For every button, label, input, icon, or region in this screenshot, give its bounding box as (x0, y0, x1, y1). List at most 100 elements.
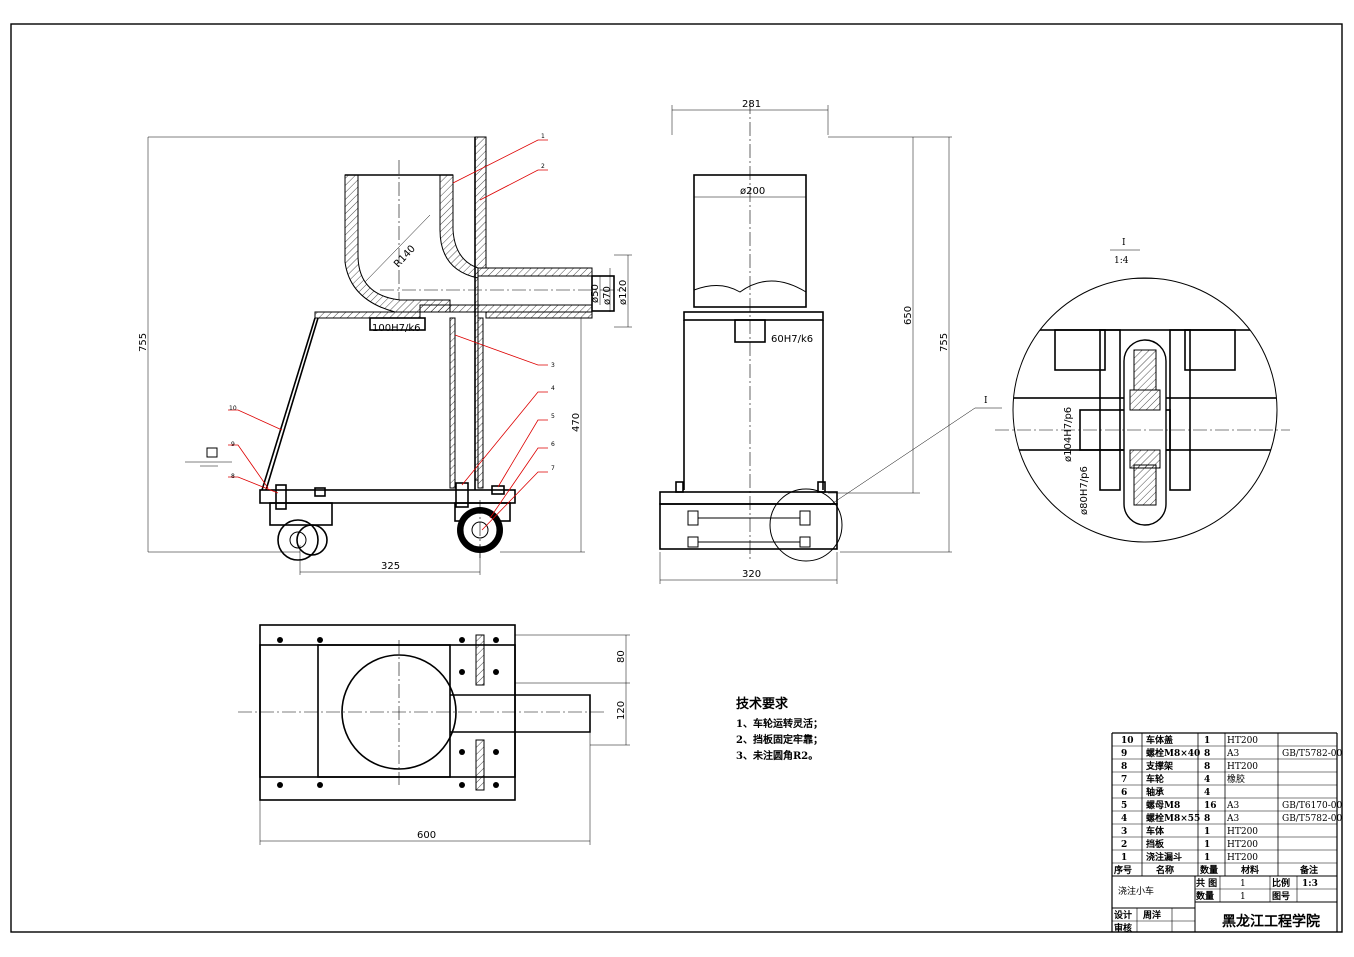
top-view: 80 120 600 (238, 624, 630, 845)
dim-side-281: 281 (742, 99, 761, 110)
bom-header-note: 备注 (1299, 864, 1318, 876)
total-value: 1 (1240, 879, 1246, 889)
callout-1: 1 (541, 133, 545, 140)
bom-row-qty: 1 (1204, 840, 1210, 850)
bom-row-no: 2 (1121, 840, 1127, 850)
bom-row-material: HT200 (1227, 853, 1258, 863)
bom-row-name: 车体 (1146, 825, 1165, 837)
bom-row-qty: 8 (1204, 762, 1210, 772)
bom-row-qty: 4 (1204, 788, 1210, 798)
callout-9: 9 (231, 441, 235, 448)
bom-row-no: 6 (1121, 788, 1127, 798)
bom-row-no: 1 (1121, 853, 1127, 863)
callout-3: 3 (551, 362, 555, 369)
drawing-frame (10, 23, 1343, 933)
bom-row-material: A3 (1226, 749, 1239, 759)
dim-top-120: 120 (616, 701, 627, 720)
bom-row-qty: 8 (1204, 749, 1210, 759)
bom-row-name: 螺母M8 (1146, 799, 1180, 811)
bom-row-no: 5 (1121, 801, 1127, 811)
dim-fit-104: ø104H7/p6 (1063, 407, 1074, 462)
callout-4: 4 (551, 385, 555, 392)
bom-row-qty: 1 (1204, 853, 1210, 863)
tech-title: 技术要求 (736, 696, 789, 712)
callout-5: 5 (551, 413, 555, 420)
design-label: 设计 (1114, 909, 1132, 921)
bom-row-material: A3 (1226, 814, 1239, 824)
drawing-no-label: 图号 (1272, 891, 1290, 902)
detail-marker: I (984, 396, 988, 406)
dim-side-755: 755 (939, 333, 950, 352)
dim-front-325: 325 (381, 561, 400, 572)
top-view-bolts (277, 637, 499, 788)
dim-side-320: 320 (742, 569, 761, 580)
qty-value: 1 (1240, 892, 1246, 902)
dim-d70: ø70 (602, 286, 613, 305)
qty-label: 数量 (1196, 890, 1214, 902)
dim-front-470: 470 (571, 413, 582, 432)
dim-fit-80: ø80H7/p6 (1079, 466, 1090, 515)
bom-row-no: 3 (1121, 827, 1127, 837)
bom-row-qty: 4 (1204, 775, 1210, 785)
tech-item-1: 1、车轮运转灵活； (736, 717, 823, 730)
drawing-name: 浇注小车 (1118, 885, 1154, 897)
bom-row-name: 浇注漏斗 (1146, 851, 1182, 863)
bom-row-no: 10 (1121, 736, 1134, 746)
detail-view: I 1:4 ø104H7/p6 ø80H7/p6 (995, 238, 1290, 543)
bom-row-no: 4 (1121, 814, 1127, 824)
bom-row-qty: 1 (1204, 736, 1210, 746)
dim-side-650: 650 (903, 306, 914, 325)
side-view: ø200 60H7/k6 281 650 755 320 (659, 99, 1002, 584)
bom-row-note: GB/T5782-00 (1282, 814, 1343, 824)
dim-top-600: 600 (417, 830, 436, 841)
bom-row-qty: 8 (1204, 814, 1210, 824)
bom-row-note: GB/T5782-00 (1282, 749, 1343, 759)
callout-7: 7 (551, 465, 555, 472)
bom-row-qty: 1 (1204, 827, 1210, 837)
bom-row-no: 8 (1121, 762, 1127, 772)
bom-row-name: 螺栓M8×55 (1146, 812, 1200, 824)
dim-fit-100: 100H7/k6 (372, 323, 421, 334)
scale-label: 比例 (1272, 877, 1290, 889)
bom-header-name: 名称 (1156, 864, 1174, 876)
callout-6: 6 (551, 441, 555, 448)
bom-header-material: 材料 (1240, 864, 1259, 876)
bom-row-name: 轴承 (1146, 786, 1164, 798)
dim-d200: ø200 (740, 186, 765, 197)
bom-row-no: 7 (1121, 775, 1127, 785)
bom-row-material: HT200 (1227, 736, 1258, 746)
dim-front-755: 755 (138, 333, 149, 352)
bom-row-material: 橡胶 (1227, 773, 1245, 785)
scale-value: 1:3 (1302, 879, 1318, 889)
designer: 周洋 (1143, 909, 1161, 921)
bom-row-material: HT200 (1227, 840, 1258, 850)
bom-row-material: HT200 (1227, 762, 1258, 772)
institution: 黑龙江工程学院 (1222, 913, 1320, 930)
tech-requirements: 技术要求 1、车轮运转灵活； 2、挡板固定牢靠； 3、未注圆角R2。 (736, 696, 823, 762)
callout-10: 10 (229, 405, 237, 412)
dim-top-80: 80 (616, 650, 627, 663)
bom-row-name: 挡板 (1146, 838, 1165, 850)
bom-row-name: 车体盖 (1146, 734, 1173, 746)
detail-label: I (1122, 238, 1126, 248)
dim-r140: R140 (392, 243, 418, 270)
bom-row-material: HT200 (1227, 827, 1258, 837)
callout-2: 2 (541, 163, 545, 170)
bom-row-name: 螺栓M8×40 (1146, 747, 1200, 759)
dim-fit-60: 60H7/k6 (771, 334, 813, 345)
detail-scale: 1:4 (1114, 256, 1129, 266)
total-label: 共 图 (1196, 877, 1217, 889)
review-label: 审核 (1114, 922, 1132, 934)
dim-d50: ø50 (590, 284, 601, 303)
dim-d120: ø120 (618, 280, 629, 305)
front-view: R140 100H7/k6 (138, 133, 632, 575)
callout-8: 8 (231, 473, 235, 480)
tech-item-3: 3、未注圆角R2。 (736, 749, 818, 762)
bom-header-qty: 数量 (1200, 864, 1218, 876)
bom-row-material: A3 (1226, 801, 1239, 811)
bom-row-qty: 16 (1204, 801, 1217, 811)
bom-row-name: 支撑架 (1145, 760, 1173, 772)
bom-row-name: 车轮 (1146, 773, 1164, 785)
bom-row-note: GB/T6170-00 (1282, 801, 1343, 811)
